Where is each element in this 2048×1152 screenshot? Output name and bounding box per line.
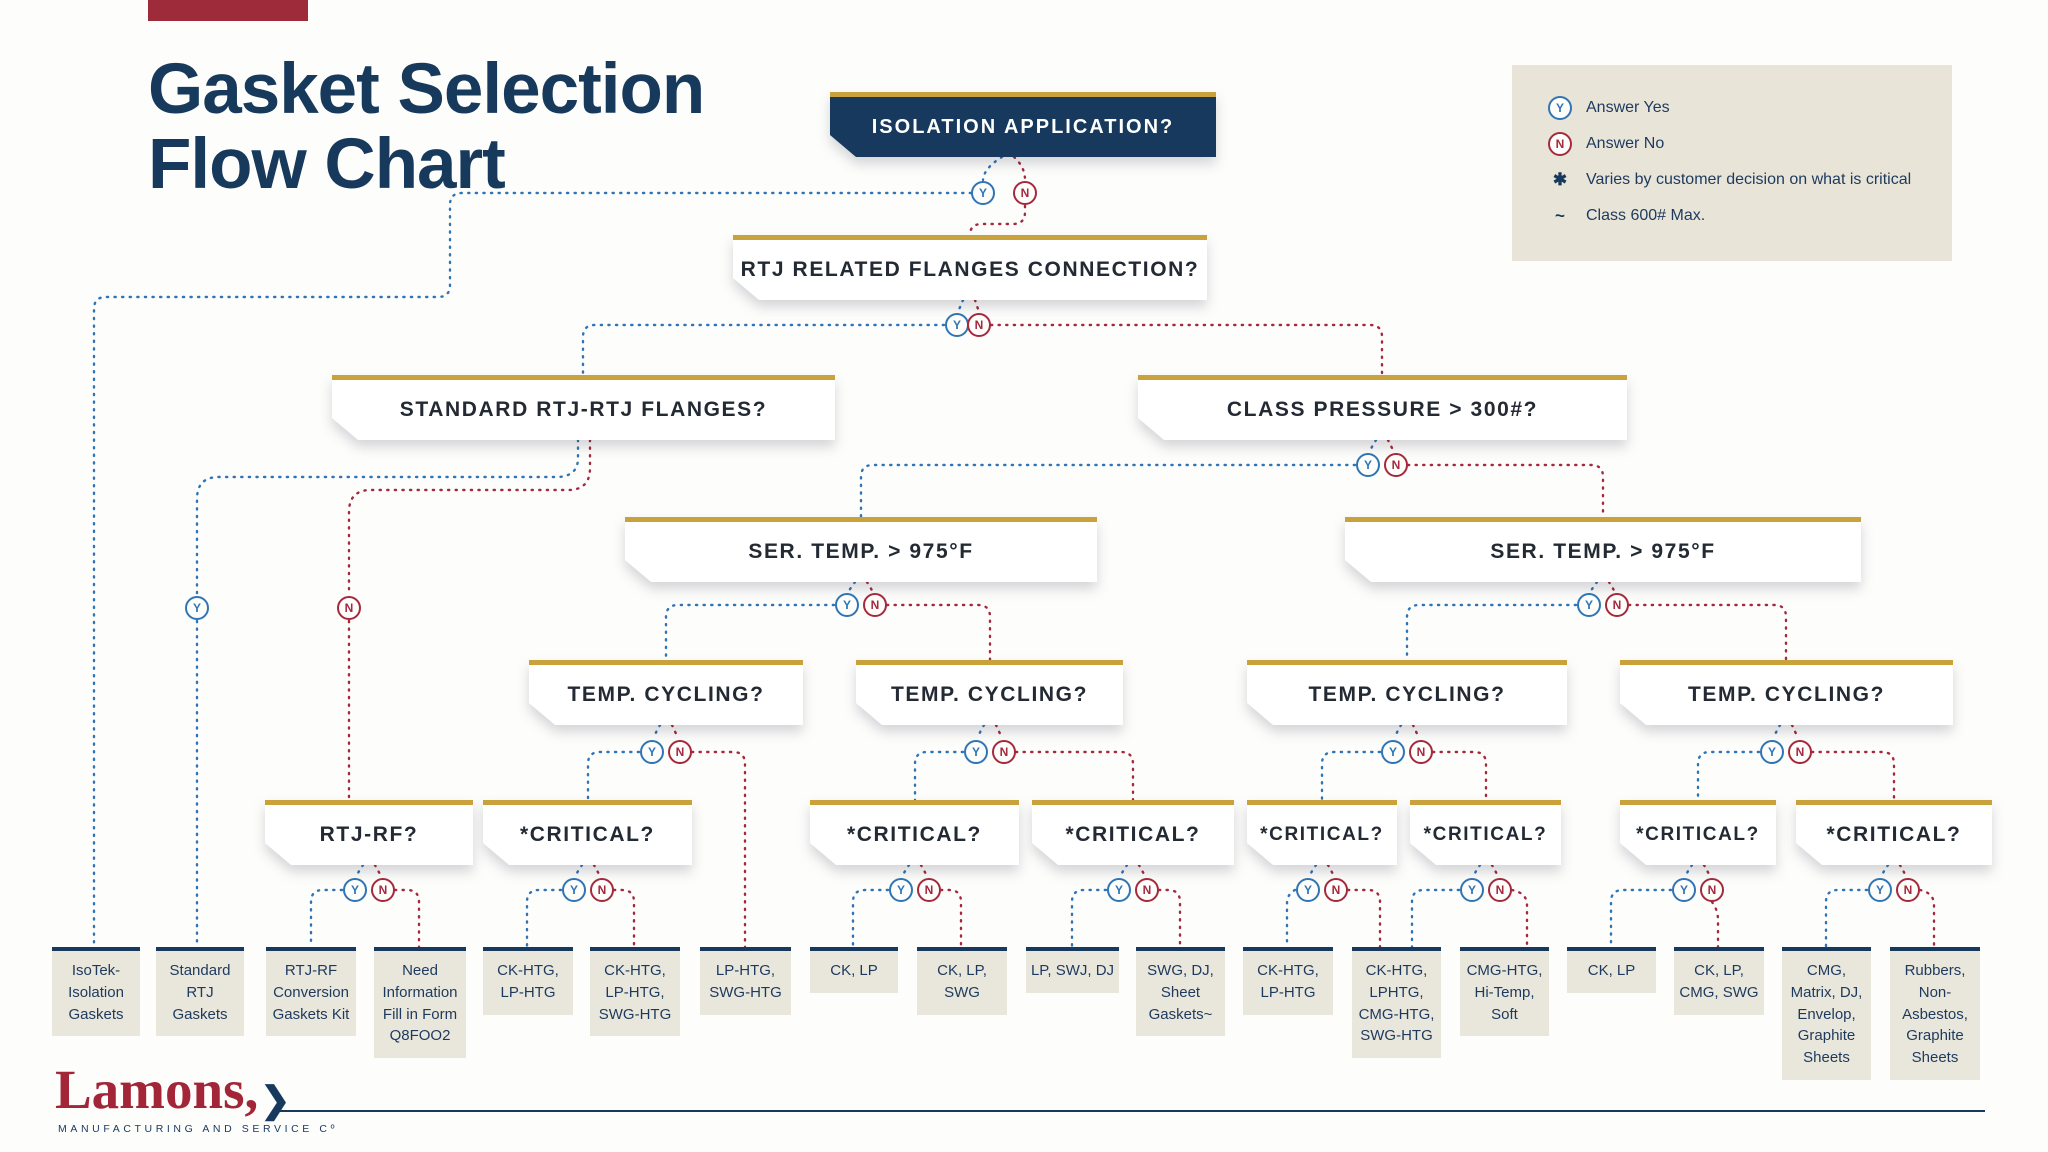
no-indicator: N [1324, 878, 1348, 902]
leaf-result: SWG, DJ, Sheet Gaskets~ [1136, 947, 1225, 1037]
leaf-result: Rubbers, Non-Asbestos, Graphite Sheets [1890, 947, 1980, 1080]
logo-arrow-icon: ❯ [260, 1079, 291, 1120]
leaf-result: Standard RTJ Gaskets [156, 947, 244, 1037]
yes-indicator: Y [889, 878, 913, 902]
leaf-result: CMG-HTG, Hi-Temp, Soft [1460, 947, 1549, 1037]
yes-indicator: Y [945, 313, 969, 337]
no-indicator: N [1409, 740, 1433, 764]
footer-divider [277, 1110, 1985, 1112]
node-rtj-related-flanges: RTJ RELATED FLANGES CONNECTION? [733, 235, 1207, 300]
no-circle-icon: N [1548, 132, 1572, 156]
no-indicator: N [1896, 878, 1920, 902]
logo-wordmark: Lamons, [55, 1059, 259, 1120]
node-critical-7: *CRITICAL? [1796, 800, 1992, 865]
asterisk-icon: ✱ [1552, 170, 1568, 189]
leaf-result: LP-HTG, SWG-HTG [700, 947, 791, 1015]
accent-bar [148, 0, 308, 21]
yes-indicator: Y [835, 593, 859, 617]
yes-circle-icon: Y [1548, 96, 1572, 120]
legend-label: Answer Yes [1586, 99, 1670, 116]
page-title: Gasket Selection Flow Chart [148, 50, 705, 205]
no-indicator: N [1700, 878, 1724, 902]
logo-tagline: MANUFACTURING AND SERVICE Cº [58, 1123, 339, 1135]
leaf-result: LP, SWJ, DJ [1026, 947, 1119, 993]
yes-indicator: Y [1760, 740, 1784, 764]
no-indicator: N [590, 878, 614, 902]
legend-label: Answer No [1586, 135, 1665, 152]
leaf-result: Need Information Fill in Form Q8FOO2 [374, 947, 466, 1058]
leaf-result: CK, LP [1567, 947, 1656, 993]
page-title-line2: Flow Chart [148, 125, 506, 205]
leaf-result: CK, LP [810, 947, 898, 993]
node-critical-1: *CRITICAL? [483, 800, 692, 865]
yes-indicator: Y [1107, 878, 1131, 902]
lamons-logo: Lamons,❯ MANUFACTURING AND SERVICE Cº [55, 1062, 338, 1135]
no-indicator: N [917, 878, 941, 902]
yes-indicator: Y [343, 878, 367, 902]
legend-item-asterisk: ✱ Varies by customer decision on what is… [1548, 162, 1952, 198]
node-temp-cycling-4: TEMP. CYCLING? [1620, 660, 1953, 725]
yes-indicator: Y [1296, 878, 1320, 902]
yes-indicator: Y [971, 181, 995, 205]
node-ser-temp-right: SER. TEMP. > 975°F [1345, 517, 1861, 582]
leaf-result: CK-HTG, LP-HTG, SWG-HTG [590, 947, 680, 1037]
no-indicator: N [371, 878, 395, 902]
no-indicator: N [1384, 453, 1408, 477]
node-standard-rtj-flanges: STANDARD RTJ-RTJ FLANGES? [332, 375, 835, 440]
node-temp-cycling-1: TEMP. CYCLING? [529, 660, 803, 725]
yes-indicator: Y [1577, 593, 1601, 617]
leaf-result: CK, LP, SWG [917, 947, 1007, 1015]
node-isolation-application: ISOLATION APPLICATION? [830, 92, 1216, 157]
leaf-result: CMG, Matrix, DJ, Envelop, Graphite Sheet… [1782, 947, 1871, 1080]
yes-indicator: Y [1356, 453, 1380, 477]
leaf-result: CK, LP, CMG, SWG [1674, 947, 1764, 1015]
legend-item-no: N Answer No [1548, 126, 1952, 162]
no-indicator: N [1135, 878, 1159, 902]
no-indicator: N [992, 740, 1016, 764]
no-indicator: N [1013, 181, 1037, 205]
no-indicator: N [863, 593, 887, 617]
yes-indicator: Y [640, 740, 664, 764]
yes-indicator: Y [964, 740, 988, 764]
tilde-icon: ~ [1555, 206, 1565, 225]
legend-item-yes: Y Answer Yes [1548, 90, 1952, 126]
yes-indicator: Y [562, 878, 586, 902]
yes-indicator: Y [1460, 878, 1484, 902]
leaf-result: RTJ-RF Conversion Gaskets Kit [266, 947, 356, 1037]
no-indicator: N [668, 740, 692, 764]
yes-indicator: Y [185, 596, 209, 620]
legend-label: Varies by customer decision on what is c… [1586, 171, 1912, 188]
yes-indicator: Y [1672, 878, 1696, 902]
legend-label: Class 600# Max. [1586, 207, 1706, 224]
node-rtj-rf: RTJ-RF? [265, 800, 473, 865]
node-critical-6: *CRITICAL? [1620, 800, 1776, 865]
leaf-result: CK-HTG, LP-HTG [483, 947, 573, 1015]
no-indicator: N [1605, 593, 1629, 617]
leaf-result: CK-HTG, LP-HTG [1243, 947, 1333, 1015]
yes-indicator: Y [1868, 878, 1892, 902]
yes-indicator: Y [1381, 740, 1405, 764]
node-critical-5: *CRITICAL? [1410, 800, 1561, 865]
no-indicator: N [967, 313, 991, 337]
no-indicator: N [337, 596, 361, 620]
legend-panel: Y Answer Yes N Answer No ✱ Varies by cus… [1512, 65, 1952, 261]
node-class-pressure: CLASS PRESSURE > 300#? [1138, 375, 1627, 440]
leaf-result: CK-HTG, LPHTG, CMG-HTG, SWG-HTG [1352, 947, 1441, 1058]
node-critical-2: *CRITICAL? [810, 800, 1019, 865]
node-ser-temp-left: SER. TEMP. > 975°F [625, 517, 1097, 582]
node-critical-3: *CRITICAL? [1032, 800, 1234, 865]
page-title-line1: Gasket Selection [148, 50, 705, 129]
node-critical-4: *CRITICAL? [1247, 800, 1397, 865]
legend-item-tilde: ~ Class 600# Max. [1548, 198, 1952, 234]
node-temp-cycling-3: TEMP. CYCLING? [1247, 660, 1567, 725]
leaf-result: IsoTek-Isolation Gaskets [52, 947, 140, 1037]
node-temp-cycling-2: TEMP. CYCLING? [856, 660, 1123, 725]
no-indicator: N [1788, 740, 1812, 764]
no-indicator: N [1488, 878, 1512, 902]
